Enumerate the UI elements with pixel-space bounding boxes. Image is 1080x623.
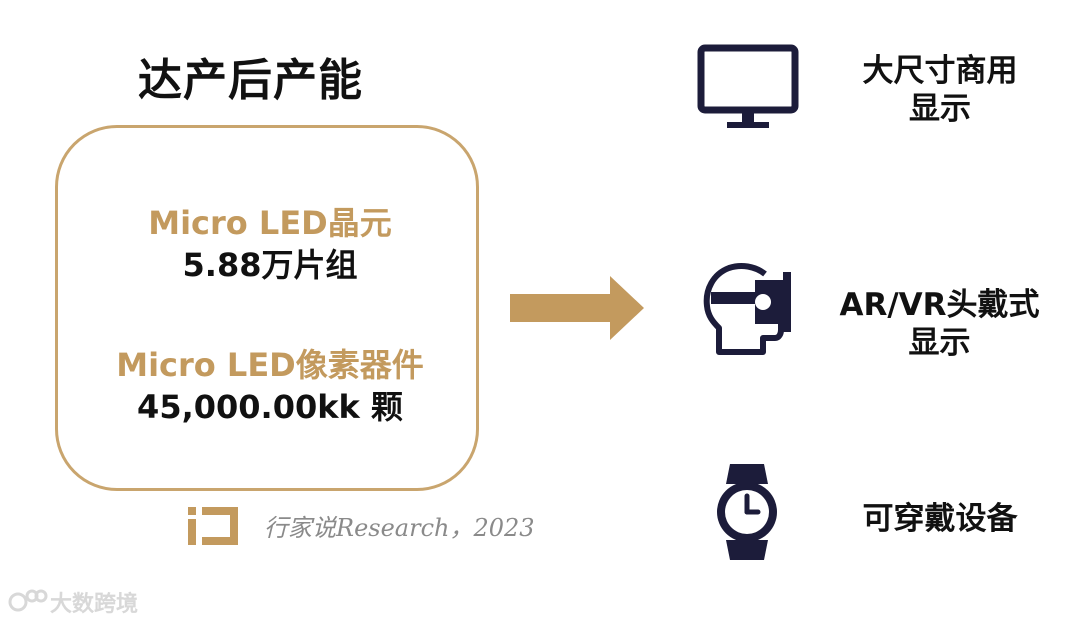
brand-logo-icon — [188, 507, 238, 545]
app-label-line: 显示 — [909, 91, 971, 127]
vr-headset-icon — [703, 263, 791, 355]
main-title: 达产后产能 — [138, 55, 363, 106]
watermark-text: 大数跨境 — [50, 592, 139, 617]
app-label-wearables: 可穿戴设备 — [862, 501, 1018, 537]
right-arrow-icon — [510, 276, 644, 340]
app-label-commercial-display: 大尺寸商用 显示 — [845, 52, 1035, 128]
smartwatch-icon — [717, 464, 777, 560]
app-label-line: 显示 — [908, 325, 971, 361]
app-label-line: AR/VR头戴式 — [839, 287, 1040, 323]
capacity-box: Micro LED晶元 5.88万片组 Micro LED像素器件 45,000… — [55, 125, 479, 491]
pixel-value: 45,000.00kk 颗 — [137, 388, 403, 426]
app-label-arvr-display: AR/VR头戴式 显示 — [832, 286, 1047, 362]
watermark-logo-icon — [8, 589, 48, 612]
wafer-label: Micro LED晶元 — [148, 204, 392, 242]
monitor-icon — [697, 44, 799, 128]
pixel-label: Micro LED像素器件 — [116, 346, 424, 384]
wafer-value: 5.88万片组 — [182, 246, 358, 284]
source-note: 行家说Research，2023 — [264, 514, 535, 542]
app-label-line: 大尺寸商用 — [862, 53, 1018, 89]
